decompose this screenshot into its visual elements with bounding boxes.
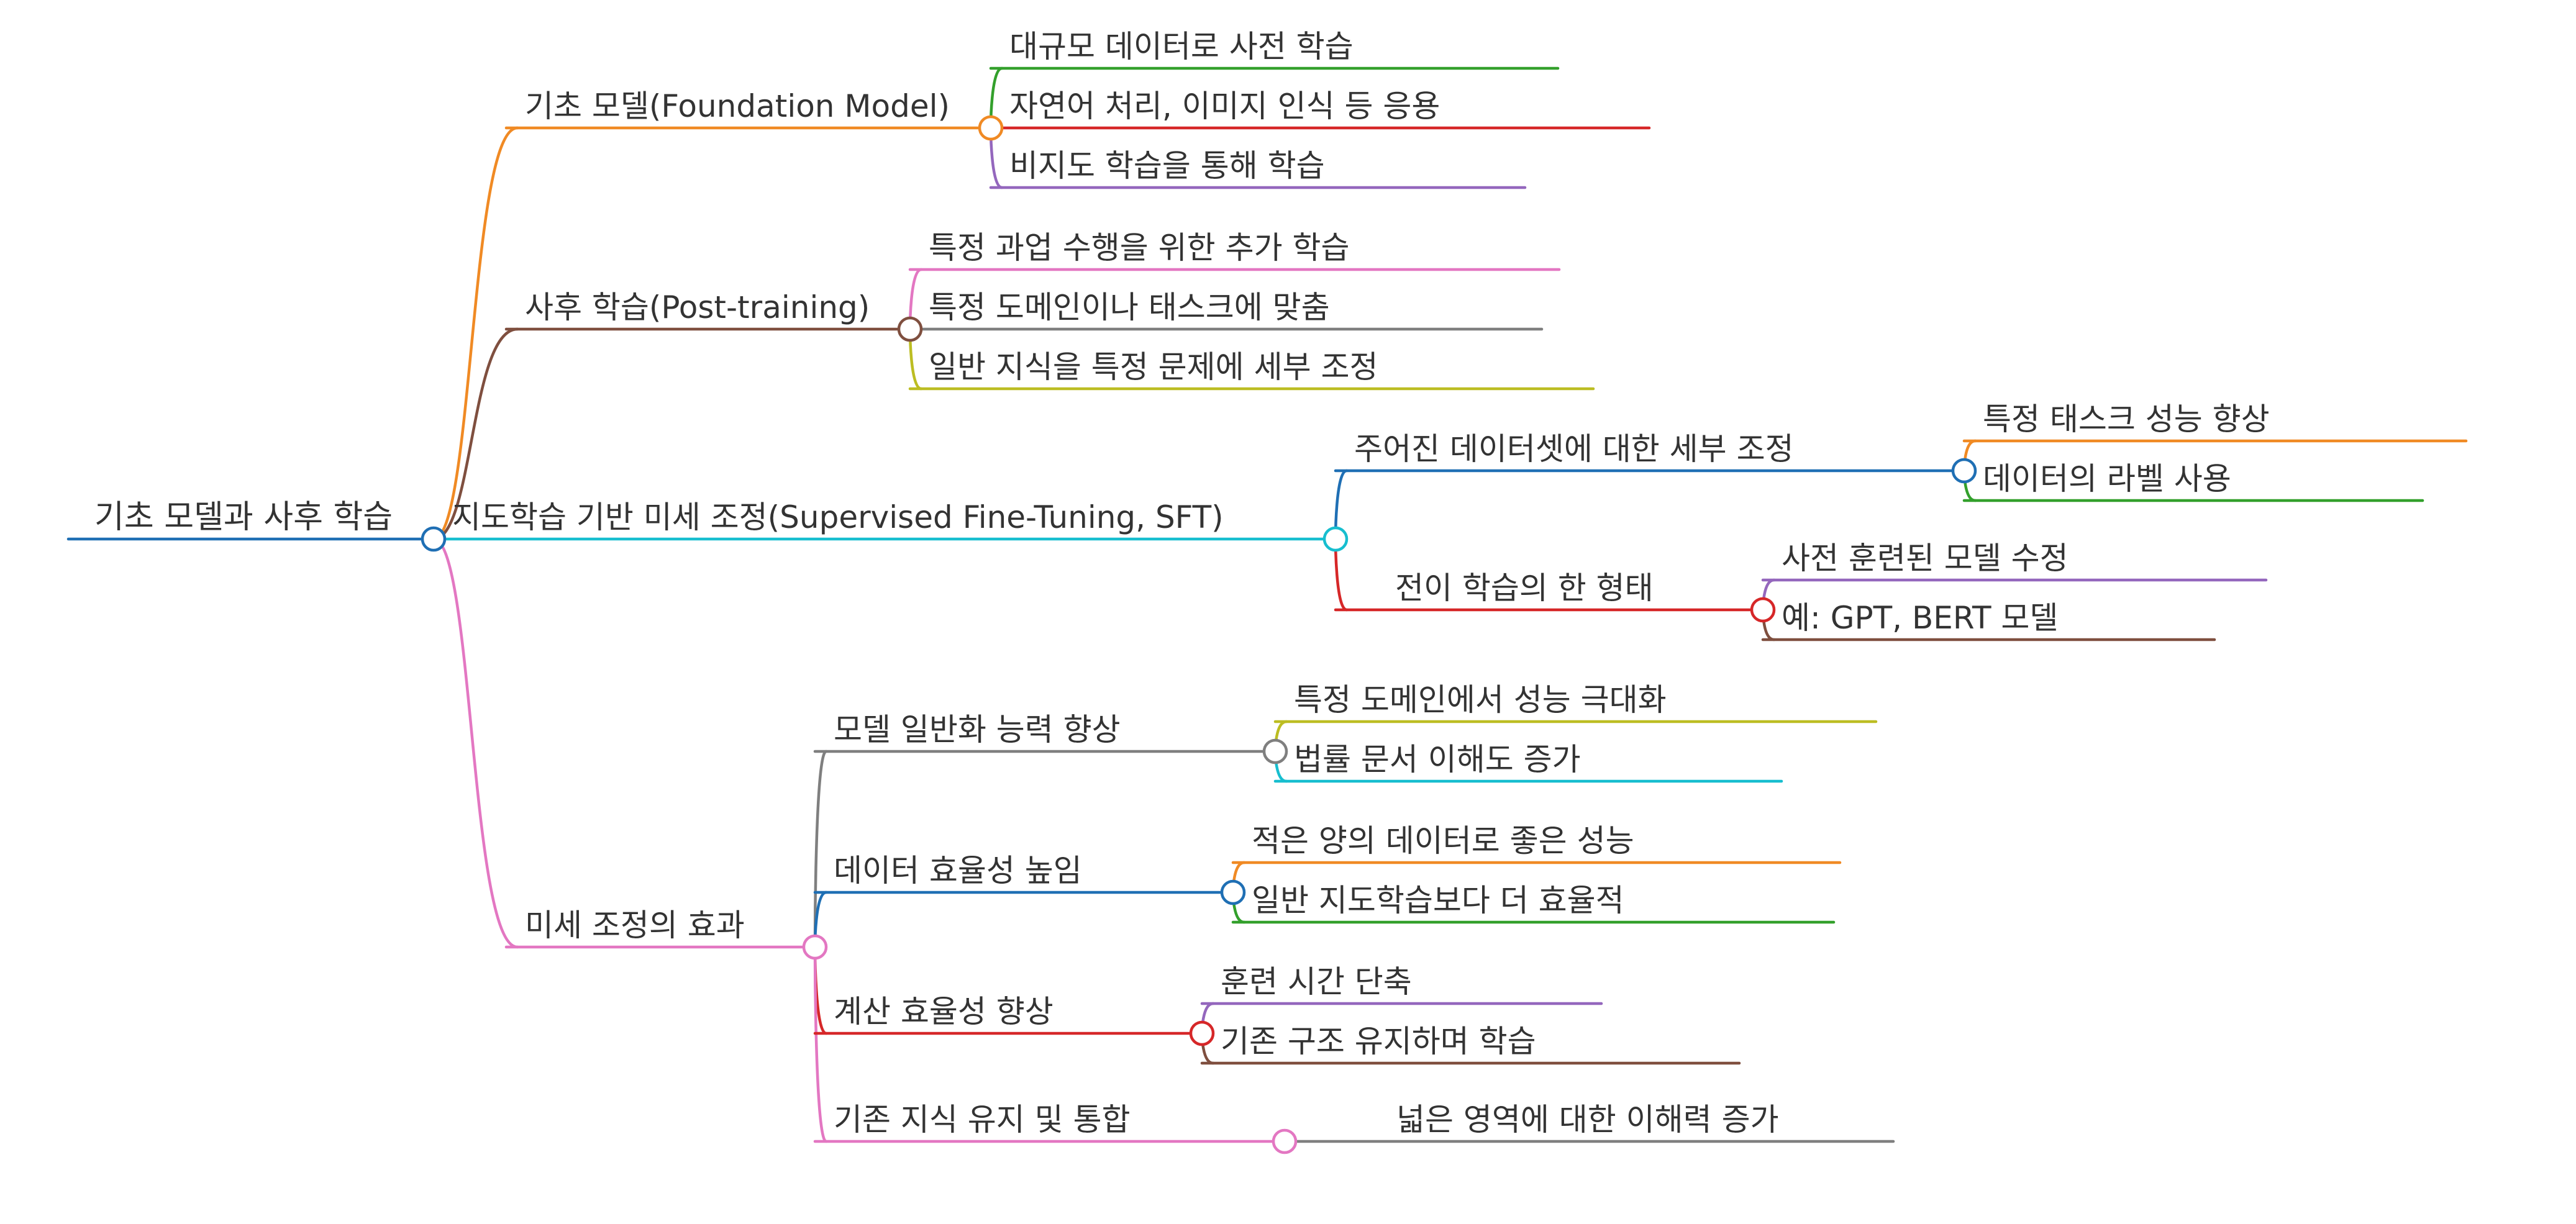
node-r-0-collapse-toggle[interactable] (978, 115, 1004, 141)
node-r-3-1-0-label[interactable]: 적은 양의 데이터로 좋은 성능 (1252, 823, 1634, 859)
node-r-2-1-1-label[interactable]: 예: GPT, BERT 모델 (1782, 600, 2058, 636)
node-r-3-label[interactable]: 미세 조정의 효과 (525, 907, 745, 943)
node-r-1-2-label[interactable]: 일반 지식을 특정 문제에 세부 조정 (929, 349, 1378, 385)
node-r-0-2-label[interactable]: 비지도 학습을 통해 학습 (1009, 148, 1325, 184)
node-r-3-2-label[interactable]: 계산 효율성 향상 (834, 994, 1054, 1030)
node-r-3-2-0-label[interactable]: 훈련 시간 단축 (1221, 964, 1412, 1000)
node-r-2-label[interactable]: 지도학습 기반 미세 조정(Supervised Fine-Tuning, SF… (452, 499, 1224, 535)
label-layer: 기초 모델과 사후 학습 기초 모델(Foundation Model) 대규모 데… (94, 29, 2270, 1138)
node-r-2-0-label[interactable]: 주어진 데이터셋에 대한 세부 조정 (1354, 431, 1794, 467)
node-r-3-1-1-label[interactable]: 일반 지도학습보다 더 효율적 (1252, 882, 1624, 918)
node-r-2-1-collapse-toggle[interactable] (1750, 597, 1776, 623)
node-r-2-0-0-label[interactable]: 특정 태스크 성능 향상 (1983, 401, 2270, 437)
node-dot-layer (421, 115, 1977, 1154)
node-r-1-0-label[interactable]: 특정 과업 수행을 위한 추가 학습 (929, 230, 1349, 266)
node-r-1-connector (432, 327, 519, 541)
node-r-collapse-toggle[interactable] (421, 526, 447, 552)
node-r-3-3-label[interactable]: 기존 지식 유지 및 통합 (834, 1102, 1131, 1138)
node-r-2-collapse-toggle[interactable] (1322, 526, 1349, 552)
node-r-3-3-0-label[interactable]: 넓은 영역에 대한 이해력 증가 (1396, 1102, 1779, 1138)
node-r-2-1-label[interactable]: 전이 학습의 한 형태 (1395, 570, 1654, 606)
node-r-3-1-label[interactable]: 데이터 효율성 높임 (834, 853, 1082, 889)
node-r-2-0-collapse-toggle[interactable] (1951, 458, 1977, 484)
node-r-0-label[interactable]: 기초 모델(Foundation Model) (525, 88, 950, 124)
node-r-3-collapse-toggle[interactable] (802, 934, 828, 960)
underline-layer (66, 66, 2468, 1143)
node-r-3-0-collapse-toggle[interactable] (1262, 738, 1288, 764)
node-r-3-2-1-label[interactable]: 기존 구조 유지하며 학습 (1221, 1023, 1536, 1059)
node-r-3-0-0-label[interactable]: 특정 도메인에서 성능 극대화 (1294, 682, 1667, 718)
node-r-2-1-0-label[interactable]: 사전 훈련된 모델 수정 (1782, 540, 2069, 576)
node-r-0-0-label[interactable]: 대규모 데이터로 사전 학습 (1009, 29, 1354, 65)
node-r-3-1-collapse-toggle[interactable] (1220, 879, 1246, 905)
node-r-1-label[interactable]: 사후 학습(Post-training) (525, 289, 870, 325)
node-r-3-3-collapse-toggle[interactable] (1272, 1128, 1298, 1154)
node-r-1-collapse-toggle[interactable] (897, 316, 923, 342)
node-r-3-0-label[interactable]: 모델 일반화 능력 향상 (834, 712, 1121, 748)
node-r-0-1-label[interactable]: 자연어 처리, 이미지 인식 등 응용 (1009, 88, 1440, 124)
node-r-label[interactable]: 기초 모델과 사후 학습 (94, 499, 393, 536)
node-r-3-connector (432, 537, 519, 949)
node-r-0-connector (432, 126, 519, 541)
node-r-2-0-1-label[interactable]: 데이터의 라벨 사용 (1983, 461, 2231, 497)
node-r-3-2-collapse-toggle[interactable] (1189, 1020, 1215, 1046)
node-r-3-0-1-label[interactable]: 법률 문서 이해도 증가 (1294, 741, 1581, 777)
node-r-1-1-label[interactable]: 특정 도메인이나 태스크에 맞춤 (929, 289, 1330, 325)
